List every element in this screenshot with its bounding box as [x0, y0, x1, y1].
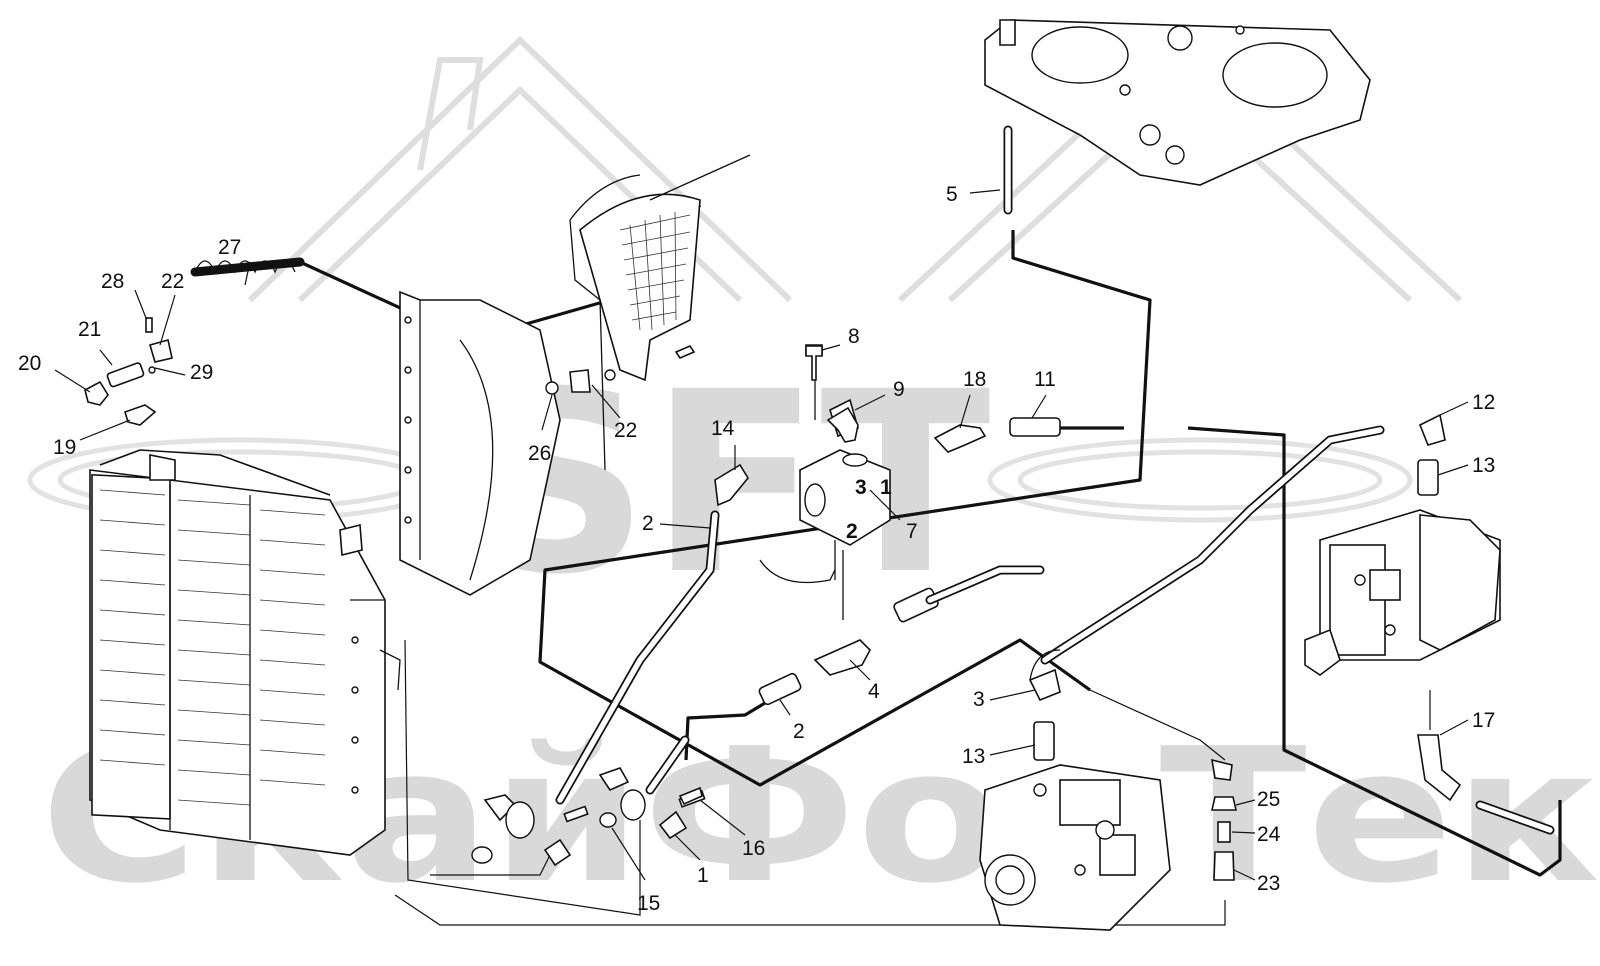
- valve-port-label-1: 1: [880, 476, 892, 499]
- callout-28: 28: [101, 270, 124, 293]
- callout-12: 12: [1472, 391, 1495, 414]
- callout-16: 16: [742, 837, 765, 860]
- fan-shroud: [399, 290, 561, 596]
- callout-24: 24: [1257, 823, 1281, 846]
- adapter-21: [106, 362, 145, 388]
- callout-22-right: 22: [614, 419, 637, 442]
- callout-20: 20: [18, 352, 41, 375]
- left-fittings: [84, 317, 823, 806]
- pipe-loop-left: [538, 230, 1152, 787]
- nut-25: [1210, 796, 1238, 811]
- elbow-fitting-14: [714, 463, 749, 507]
- callout-27: 27: [218, 236, 241, 259]
- callout-2-upper: 2: [642, 512, 654, 535]
- oil-cooler: [89, 449, 401, 856]
- valve-port-label-3: 3: [855, 476, 867, 499]
- hose-21-27: [190, 257, 305, 277]
- callout-11: 11: [1034, 368, 1056, 391]
- callout-13-right: 13: [1472, 454, 1495, 477]
- callout-5: 5: [946, 183, 958, 206]
- callout-14: 14: [711, 417, 735, 440]
- elbow-fitting-3: [1028, 668, 1061, 702]
- callout-26: 26: [528, 442, 551, 465]
- callouts: 1 2 2 3 4 5 7 8 9 11 12 13 13 14 15 16 1…: [18, 183, 1495, 915]
- callout-29: 29: [190, 361, 213, 384]
- elbow-fitting-12: [1418, 413, 1446, 446]
- callout-21: 21: [78, 318, 101, 341]
- callout-18: 18: [963, 368, 986, 391]
- watermark-rope-ring-right: [987, 437, 1413, 523]
- fan-guard: [569, 154, 751, 471]
- adapter-23: [1213, 851, 1235, 881]
- bolt-16: [678, 786, 703, 806]
- hydraulic-motor: [1304, 413, 1501, 802]
- elbow-fitting-18: [933, 424, 987, 453]
- callout-8: 8: [848, 325, 860, 348]
- pipe-pump-to-24: [1089, 689, 1226, 761]
- hydraulic-pump: [979, 649, 1171, 931]
- callout-19: 19: [53, 436, 76, 459]
- elbow-fitting-9: [826, 406, 859, 443]
- adapter-13-right: [1417, 459, 1439, 496]
- callout-17: 17: [1472, 709, 1495, 732]
- mounting-plate: [984, 19, 1371, 186]
- callout-3: 3: [973, 688, 985, 711]
- clamp-22-right: [569, 369, 591, 393]
- nut-29: [148, 366, 156, 374]
- elbow-fitting-19: [124, 404, 157, 426]
- elbow-fitting-17: [1417, 734, 1462, 802]
- callout-1: 1: [697, 864, 709, 887]
- callout-22-left: 22: [161, 270, 184, 293]
- hoses: [190, 125, 1555, 835]
- callout-15: 15: [637, 892, 660, 915]
- tee-fitting-4: [813, 639, 871, 676]
- callout-9: 9: [893, 378, 905, 401]
- leader-lines: [54, 189, 1469, 881]
- callout-7: 7: [906, 520, 918, 543]
- adapter-13-pump: [1033, 721, 1055, 761]
- callout-25: 25: [1257, 788, 1280, 811]
- pipework: [299, 203, 1562, 926]
- callout-13-pump: 13: [962, 745, 985, 768]
- elbow-fitting-20: [84, 380, 109, 406]
- screw-28: [145, 317, 153, 333]
- nut-26: [545, 381, 559, 395]
- sleeve-24: [1217, 821, 1231, 843]
- callout-2-lower: 2: [793, 720, 805, 743]
- hose-end-11: [1009, 417, 1061, 437]
- drain-line-bottom: [394, 894, 1226, 926]
- drain-line-left: [404, 639, 641, 916]
- bolt-8: [805, 345, 823, 381]
- clamp-22-left: [149, 339, 173, 363]
- callout-23: 23: [1257, 872, 1280, 895]
- small-fittings-23-25: [1210, 758, 1238, 881]
- valve-assembly: 1 2 3: [759, 344, 892, 620]
- callout-4: 4: [868, 680, 880, 703]
- hose-end-2-lower: [758, 672, 802, 706]
- pipe-right-loop: [1187, 426, 1562, 877]
- watermark-house-outline-left: [247, 35, 793, 303]
- valve-port-label-2: 2: [846, 520, 858, 543]
- drain-line-left-2: [430, 854, 551, 876]
